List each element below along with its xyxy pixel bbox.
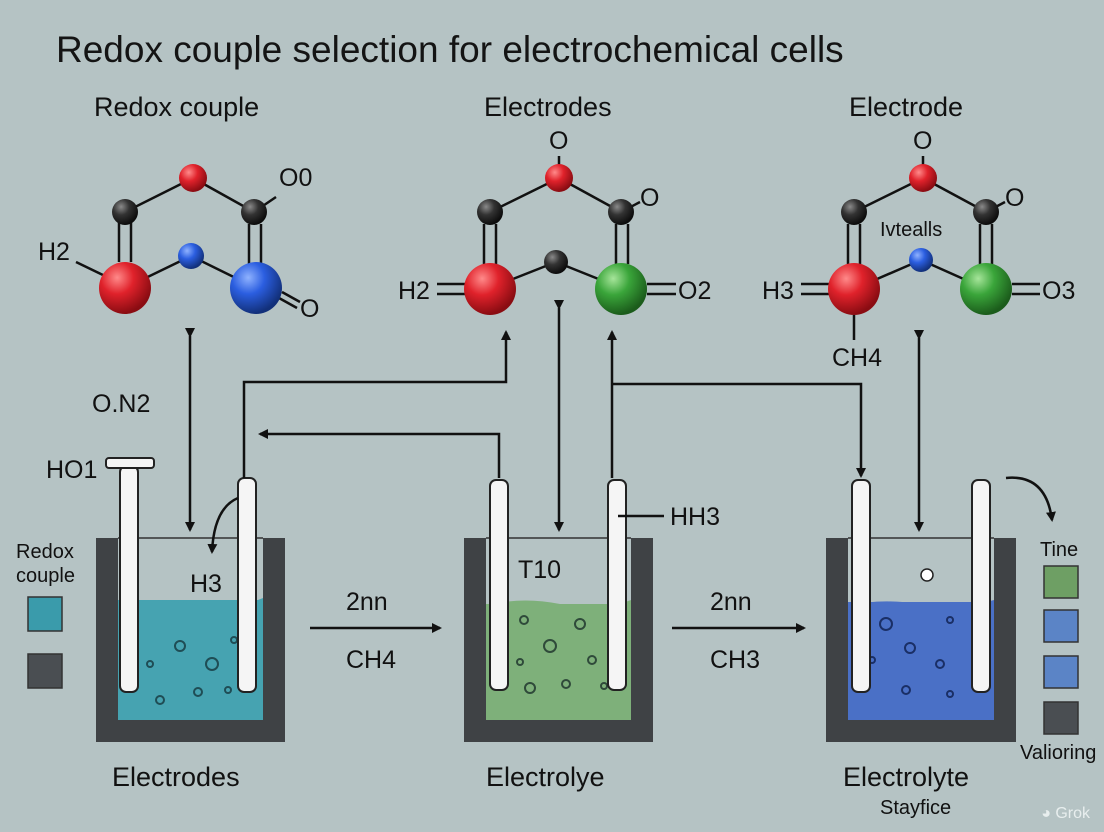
page-title: Redox couple selection for electrochemic… — [56, 29, 844, 70]
atom-label: O — [913, 127, 933, 155]
legend-left-title: Redox couple — [16, 541, 75, 587]
atom-label: O — [1005, 184, 1025, 212]
atom-red — [545, 164, 573, 192]
atom-label: H3 — [762, 277, 794, 305]
transition-2-top: 2nn — [710, 588, 752, 616]
molecule-3-inner-label: Ivtealls — [880, 219, 943, 241]
legend-right — [1043, 565, 1079, 735]
watermark: ◕ Grok — [1041, 806, 1090, 822]
atom-green — [960, 263, 1012, 315]
atom-blue — [230, 262, 282, 314]
transition-1-bottom: CH4 — [346, 646, 397, 674]
atom-red — [179, 164, 207, 192]
atom-label: O2 — [678, 277, 712, 305]
atom-red — [909, 164, 937, 192]
atom-dark — [544, 250, 568, 274]
atom-label: O3 — [1042, 277, 1076, 305]
atom-dark — [477, 199, 503, 225]
beaker-2-label: T10 — [518, 556, 562, 584]
beaker-3-liquid — [848, 602, 994, 720]
legend-right-footer: Valioring — [1020, 742, 1097, 764]
transition-1-top: 2nn — [346, 588, 388, 616]
legend-left — [27, 596, 63, 689]
atom-label: H2 — [38, 238, 70, 266]
electrode-1b — [237, 477, 257, 693]
atom-dark — [241, 199, 267, 225]
electrode-2a — [489, 479, 509, 691]
watermark-icon: ◕ — [1041, 805, 1051, 822]
atom-label: O — [300, 295, 320, 323]
electrode-2b — [607, 479, 627, 691]
panel-3-heading: Electrode — [849, 92, 964, 122]
electrode-3a — [851, 479, 871, 693]
atom-red — [464, 263, 516, 315]
atom-red — [828, 263, 880, 315]
watermark-text: Grok — [1055, 805, 1090, 822]
beaker-2-liquid — [486, 604, 631, 720]
legend-right-swatch — [1043, 701, 1079, 735]
atom-dark — [841, 199, 867, 225]
atom-blue — [909, 248, 933, 272]
atom-label: H2 — [398, 277, 430, 305]
beaker-1-label: HO1 — [46, 456, 98, 484]
o-n2-label: O.N2 — [92, 390, 151, 418]
atom-dark — [112, 199, 138, 225]
atom-dark — [608, 199, 634, 225]
legend-left-swatch — [27, 596, 63, 632]
beaker-2 — [464, 479, 653, 742]
beaker-3 — [826, 479, 1016, 742]
beaker-2-label: HH3 — [670, 503, 721, 531]
beaker-1 — [96, 457, 285, 742]
beaker-3-caption: Electrolyte — [843, 762, 970, 792]
atom-red — [99, 262, 151, 314]
electrode-3b — [971, 479, 991, 693]
panel-1-heading: Redox couple — [94, 92, 260, 122]
connector-arrows — [185, 300, 1056, 633]
beaker-2-caption: Electrolye — [486, 762, 605, 792]
atom-label: O — [640, 184, 660, 212]
beaker-1-caption: Electrodes — [112, 762, 240, 792]
beaker-3-subcaption: Stayfice — [880, 797, 952, 819]
electrode-1a — [119, 465, 139, 693]
panel-2-heading: Electrodes — [484, 92, 612, 122]
atom-green — [595, 263, 647, 315]
legend-left-swatch — [27, 653, 63, 689]
atom-dark — [973, 199, 999, 225]
legend-right-title: Tine — [1040, 539, 1079, 561]
atom-label: O0 — [279, 164, 313, 192]
legend-right-swatch — [1043, 565, 1079, 599]
legend-right-swatch — [1043, 609, 1079, 643]
legend-right-swatch — [1043, 655, 1079, 689]
beaker-1-label: H3 — [190, 570, 222, 598]
atom-label: CH4 — [832, 344, 883, 372]
transition-2-bottom: CH3 — [710, 646, 761, 674]
atom-label: O — [549, 127, 569, 155]
atom-blue — [178, 243, 204, 269]
